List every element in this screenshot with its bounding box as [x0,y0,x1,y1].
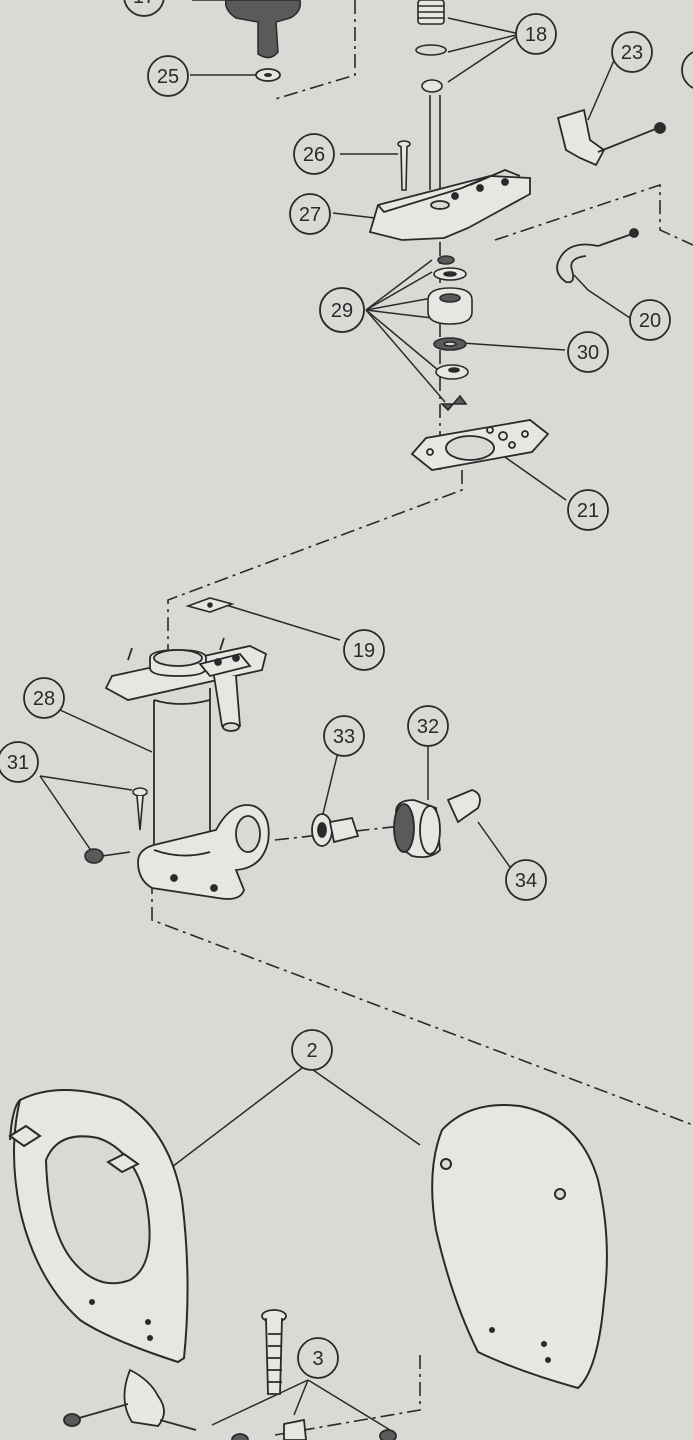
callout-25: 25 [147,55,189,97]
callout-31-label: 31 [7,752,29,774]
callout-partial-edge [681,51,693,89]
callout-2: 2 [291,1029,333,1071]
callout-21: 21 [567,489,609,531]
callout-26-label: 26 [303,144,325,166]
callout-32: 32 [407,705,449,747]
callout-20: 20 [629,299,671,341]
callout-34-label: 34 [515,870,537,892]
callout-3: 3 [297,1337,339,1379]
washer-stack-part [427,255,473,412]
hook-part [556,228,639,284]
spindle-nut-part [415,0,447,190]
leader-lines [39,17,631,1431]
callout-28: 28 [23,677,65,719]
mounting-screws-part [84,787,148,864]
callout-31: 31 [0,741,39,783]
callout-27: 27 [289,193,331,235]
callout-3-label: 3 [312,1348,323,1370]
bracket-part [556,108,666,167]
small-plate-part [185,597,235,613]
callout-26: 26 [293,133,335,175]
callout-2-label: 2 [306,1040,317,1062]
callout-30-label: 30 [577,342,599,364]
callout-29: 29 [319,287,365,333]
valve-seat-part [311,813,360,847]
valve-handle-part [393,789,481,859]
callout-33: 33 [323,715,365,757]
gasket-part [410,419,550,471]
seat-lid-part [431,1104,608,1390]
callout-19: 19 [343,629,385,671]
pump-body-part [104,637,270,900]
callout-18: 18 [515,13,557,55]
callout-19-label: 19 [353,640,375,662]
screw-part [397,140,411,191]
callout-21-label: 21 [577,500,599,522]
callout-17: 17 [123,0,165,17]
seat-ring-part [8,1089,189,1364]
callout-20-label: 20 [639,310,661,332]
callout-27-label: 27 [299,204,321,226]
callout-34: 34 [505,859,547,901]
callout-32-label: 32 [417,716,439,738]
hinge-bolt-part [63,1309,397,1440]
callout-25-label: 25 [157,66,179,88]
callout-17-label: 17 [133,0,155,8]
callout-23-label: 23 [621,42,643,64]
lever-block-part [368,169,531,241]
callout-29-label: 29 [331,300,353,322]
washer-part [255,68,281,82]
callout-18-label: 18 [525,24,547,46]
callout-28-label: 28 [33,688,55,710]
callout-30: 30 [567,331,609,373]
callout-23: 23 [611,31,653,73]
thumb-screw-part [192,0,302,59]
callout-33-label: 33 [333,726,355,748]
